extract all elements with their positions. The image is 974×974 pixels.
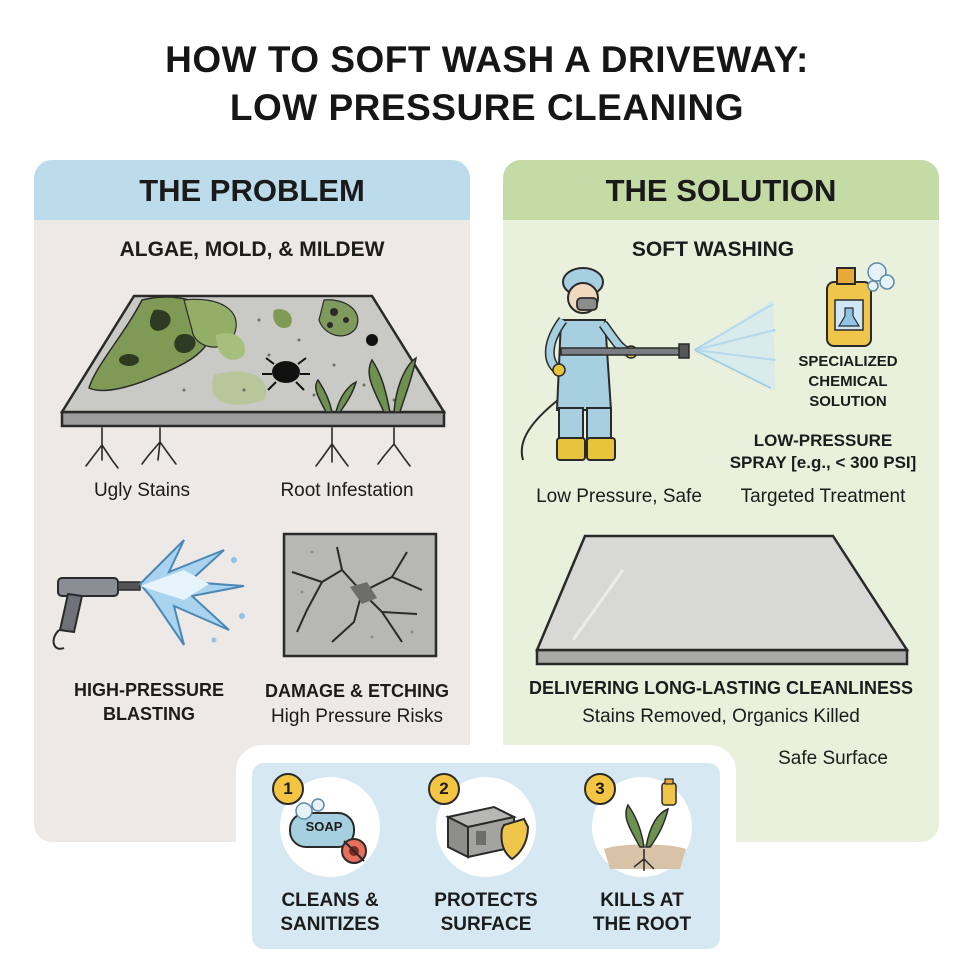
- result-title: DELIVERING LONG-LASTING CLEANLINESS: [528, 678, 913, 698]
- benefit-1-line-2: SANITIZES: [280, 914, 380, 935]
- solution-heading: THE SOLUTION: [503, 160, 939, 220]
- benefit-2-number: 2: [428, 773, 460, 805]
- benefits-strip: SOAP 1 CLEANS & SANITIZES 2 PROTECTS SUR…: [236, 745, 736, 961]
- problem-panel: THE PROBLEM ALGAE, MOLD, & MILDEW: [34, 160, 470, 842]
- benefit-3-line-1: KILLS AT: [600, 890, 684, 911]
- plant-root-icon: [604, 778, 686, 871]
- cracked-concrete-icon: [282, 532, 438, 658]
- worker-spraying-icon: [520, 267, 776, 461]
- chemical-line-1: SPECIALIZED: [798, 353, 898, 370]
- benefit-2-line-2: SURFACE: [440, 914, 532, 935]
- benefit-3-label: KILLS AT THE ROOT: [564, 889, 720, 937]
- benefit-kills: 3 KILLS AT THE ROOT: [564, 763, 720, 949]
- benefit-2-label: PROTECTS SURFACE: [408, 889, 564, 937]
- dirty-driveway-illustration: [59, 294, 447, 469]
- benefit-1-label: CLEANS & SANITIZES: [252, 889, 408, 937]
- title-line-1: HOW TO SOFT WASH A DRIVEWAY:: [165, 39, 809, 80]
- shield-block-icon: [445, 805, 530, 861]
- high-pressure-blasting-label: HIGH-PRESSURE BLASTING: [48, 678, 250, 726]
- blasting-line-1: HIGH-PRESSURE: [73, 680, 225, 700]
- benefit-1-line-1: CLEANS &: [281, 890, 379, 911]
- solution-subheading: SOFT WASHING: [631, 238, 795, 261]
- damage-etching-label: DAMAGE & ETCHING High Pressure Risks: [250, 678, 464, 730]
- soap-icon: [289, 798, 367, 864]
- solution-panel: THE SOLUTION SOFT WASHING: [503, 160, 939, 842]
- problem-heading: THE PROBLEM: [34, 160, 470, 220]
- benefit-1-number: 1: [272, 773, 304, 805]
- problem-subheading: ALGAE, MOLD, & MILDEW: [119, 238, 385, 261]
- benefits-panel: SOAP 1 CLEANS & SANITIZES 2 PROTECTS SUR…: [252, 763, 720, 949]
- chemical-line-3: SOLUTION: [809, 393, 887, 410]
- soap-label: SOAP: [305, 819, 343, 834]
- caption-root-infestation: Root Infestation: [280, 480, 414, 501]
- spray-line-1: LOW-PRESSURE: [753, 431, 893, 450]
- caption-low-pressure-safe: Low Pressure, Safe: [536, 486, 702, 507]
- benefit-cleans: SOAP 1 CLEANS & SANITIZES: [252, 763, 408, 949]
- page-title: HOW TO SOFT WASH A DRIVEWAY: LOW PRESSUR…: [0, 36, 974, 132]
- chemical-line-2: CHEMICAL: [808, 373, 888, 390]
- chemical-jug-icon: [826, 262, 895, 347]
- caption-targeted-treatment: Targeted Treatment: [740, 486, 906, 507]
- safe-surface-label: Safe Surface: [778, 748, 888, 769]
- damage-subtitle: High Pressure Risks: [270, 706, 444, 727]
- low-pressure-spray-label: LOW-PRESSURE SPRAY [e.g., < 300 PSI]: [713, 430, 933, 474]
- pressure-washer-icon: [52, 539, 245, 650]
- title-line-2: LOW PRESSURE CLEANING: [229, 87, 745, 128]
- caption-ugly-stains: Ugly Stains: [93, 480, 191, 501]
- benefit-protects: 2 PROTECTS SURFACE: [408, 763, 564, 949]
- benefit-3-line-2: THE ROOT: [592, 914, 692, 935]
- clean-driveway-illustration: [535, 534, 910, 666]
- spray-line-2: SPRAY [e.g., < 300 PSI]: [729, 453, 917, 472]
- chemical-solution-label: SPECIALIZED CHEMICAL SOLUTION: [763, 352, 933, 412]
- damage-title: DAMAGE & ETCHING: [265, 681, 449, 701]
- blasting-line-2: BLASTING: [103, 704, 195, 724]
- benefit-2-line-1: PROTECTS: [434, 890, 538, 911]
- result-subtitle: Stains Removed, Organics Killed: [582, 706, 860, 727]
- benefit-3-number: 3: [584, 773, 616, 805]
